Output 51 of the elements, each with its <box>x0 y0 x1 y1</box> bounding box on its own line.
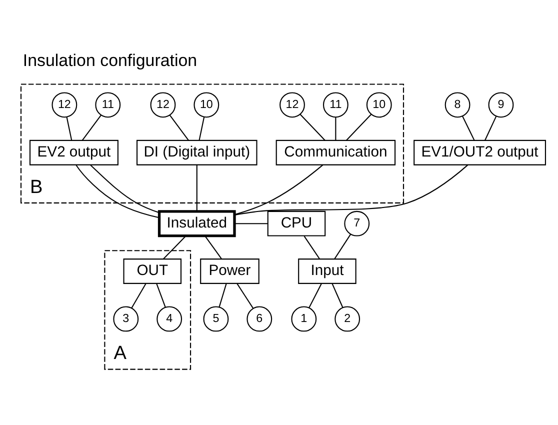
connector <box>234 164 324 214</box>
node-circle: 6 <box>246 306 272 332</box>
connector <box>308 283 322 308</box>
connector <box>484 116 497 140</box>
node-circle: 12 <box>52 92 78 118</box>
node-circle: 1 <box>291 306 317 332</box>
node-box: OUT <box>123 258 182 284</box>
node-box: DI (Digital input) <box>136 139 258 165</box>
connector <box>462 115 475 140</box>
node-circle: 10 <box>366 92 392 118</box>
node-circle: 11 <box>322 92 348 118</box>
connector <box>234 222 268 224</box>
node-circle: 9 <box>488 92 514 118</box>
connector <box>156 283 166 307</box>
connector <box>204 235 222 259</box>
node-box: EV2 output <box>29 139 118 165</box>
connector <box>196 164 198 211</box>
connector <box>218 283 227 307</box>
connector <box>346 113 372 140</box>
connector <box>90 164 160 213</box>
node-box: EV1/OUT2 output <box>414 139 546 165</box>
node-box: CPU <box>267 210 326 236</box>
diagram-title: Insulation configuration <box>22 50 198 70</box>
node-box: Power <box>200 258 260 284</box>
connector <box>236 283 254 308</box>
node-circle: 2 <box>334 306 360 332</box>
connector <box>82 114 102 140</box>
connector <box>335 116 336 140</box>
node-circle: 4 <box>156 306 182 332</box>
connector <box>169 114 190 140</box>
connector <box>300 113 326 140</box>
node-circle: 3 <box>113 306 139 332</box>
node-box: Communication <box>276 139 396 165</box>
connector <box>198 116 205 140</box>
node-circle: 12 <box>150 92 176 118</box>
connector <box>234 164 468 215</box>
node-box: Insulated <box>158 210 236 237</box>
node-circle: 11 <box>95 92 121 118</box>
node-box: Input <box>298 258 356 284</box>
node-circle: 10 <box>194 92 220 118</box>
connector <box>131 283 146 308</box>
connector <box>66 116 72 140</box>
node-circle: 12 <box>280 92 305 118</box>
node-circle: 5 <box>203 306 229 332</box>
node-circle: 7 <box>344 210 370 236</box>
connector <box>163 235 186 259</box>
connector <box>304 235 320 259</box>
node-circle: 8 <box>444 92 470 118</box>
connector <box>76 164 160 218</box>
connector <box>332 283 344 308</box>
connector <box>334 234 352 259</box>
